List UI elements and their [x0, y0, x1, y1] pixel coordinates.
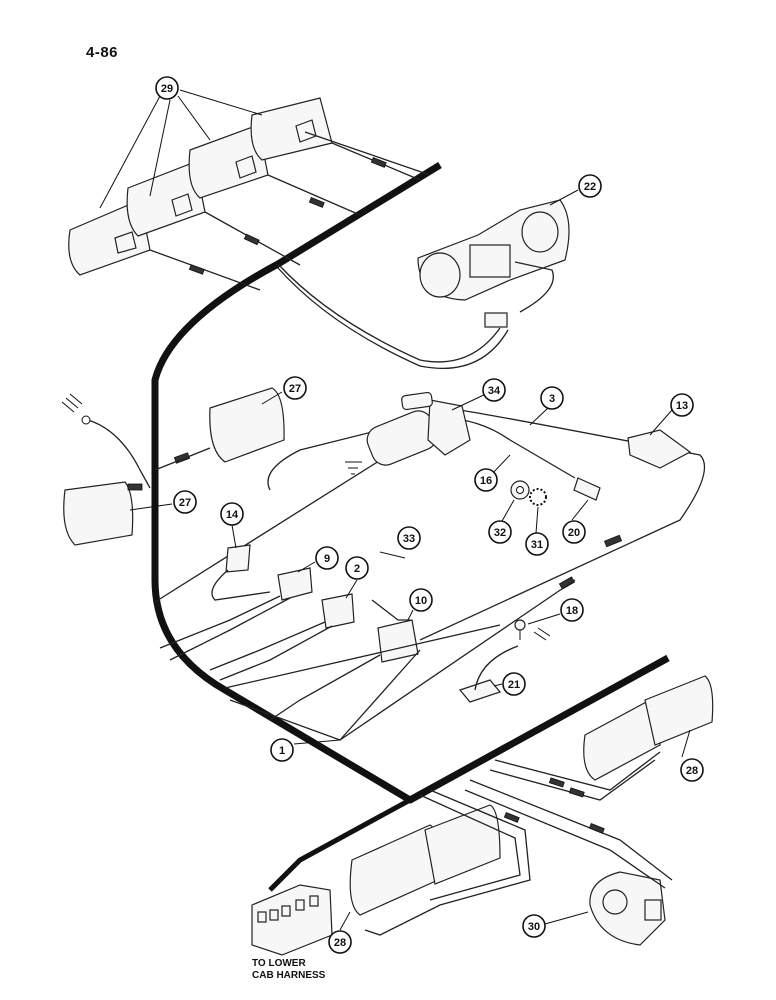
note-line-1: TO LOWER [252, 958, 306, 969]
svg-text:27: 27 [289, 383, 301, 395]
rear-lamp-upper [154, 387, 285, 471]
roof-lamp-group [68, 97, 431, 291]
callout-33: 33 [397, 526, 421, 550]
sender-13 [627, 429, 692, 469]
callout-27-upper: 27 [283, 376, 307, 400]
harness-connector [251, 884, 333, 956]
svg-text:30: 30 [528, 921, 540, 933]
rear-lamp-lower [63, 481, 143, 546]
svg-text:14: 14 [226, 509, 239, 521]
callout-18: 18 [560, 598, 584, 622]
screw-18 [514, 619, 551, 641]
svg-text:29: 29 [161, 83, 173, 95]
lower-cab-harness-note: TO LOWER CAB HARNESS [252, 958, 325, 982]
switch-9 [159, 567, 313, 661]
nut-32 [510, 480, 530, 500]
svg-text:20: 20 [568, 527, 580, 539]
svg-text:18: 18 [566, 605, 578, 617]
svg-text:21: 21 [508, 679, 520, 691]
callout-21: 21 [502, 672, 526, 696]
callout-2: 2 [345, 556, 369, 580]
svg-text:22: 22 [584, 181, 596, 193]
switch-14 [211, 544, 271, 601]
callout-27-lower: 27 [173, 490, 197, 514]
svg-text:10: 10 [415, 595, 427, 607]
callout-34: 34 [482, 378, 506, 402]
callout-13: 13 [670, 393, 694, 417]
page-number: 4-86 [86, 44, 119, 61]
svg-text:1: 1 [279, 745, 285, 757]
callout-32: 32 [488, 520, 512, 544]
roof-lamp [188, 124, 269, 199]
svg-text:16: 16 [480, 475, 492, 487]
callout-31: 31 [525, 532, 549, 556]
callout-14: 14 [220, 502, 244, 526]
svg-text:32: 32 [494, 527, 506, 539]
blower-motor [277, 199, 570, 370]
washer-31 [529, 488, 547, 506]
switch-20 [573, 477, 601, 501]
svg-text:28: 28 [686, 765, 698, 777]
switch-2 [209, 593, 355, 681]
roof-lamp [250, 97, 333, 161]
callout-9: 9 [315, 546, 339, 570]
callout-10: 10 [409, 588, 433, 612]
svg-text:13: 13 [676, 400, 688, 412]
switch-10 [269, 599, 419, 721]
callout-28-left: 28 [328, 930, 352, 954]
callout-16: 16 [474, 468, 498, 492]
callout-28-right: 28 [680, 758, 704, 782]
main-harness [151, 162, 670, 892]
svg-text:34: 34 [488, 385, 501, 397]
note-line-2: CAB HARNESS [252, 970, 326, 981]
svg-text:2: 2 [354, 563, 360, 575]
wiper-motor-30 [464, 779, 673, 946]
front-lamp-right [489, 675, 714, 801]
ground-strap-21 [458, 645, 519, 703]
svg-text:31: 31 [531, 539, 543, 551]
svg-text:27: 27 [179, 497, 191, 509]
svg-text:28: 28 [334, 937, 346, 949]
front-lamp-left [349, 789, 531, 936]
roof-lamp [126, 161, 206, 237]
svg-text:3: 3 [549, 393, 555, 405]
callout-3: 3 [540, 386, 564, 410]
callout-1: 1 [270, 738, 294, 762]
svg-text:33: 33 [403, 533, 415, 545]
wiper-motor [345, 391, 471, 475]
callout-22: 22 [578, 174, 602, 198]
ground-lead [61, 393, 151, 489]
callout-30: 30 [522, 914, 546, 938]
callout-20: 20 [562, 520, 586, 544]
callout-29: 29 [155, 76, 179, 100]
svg-text:9: 9 [324, 553, 330, 565]
